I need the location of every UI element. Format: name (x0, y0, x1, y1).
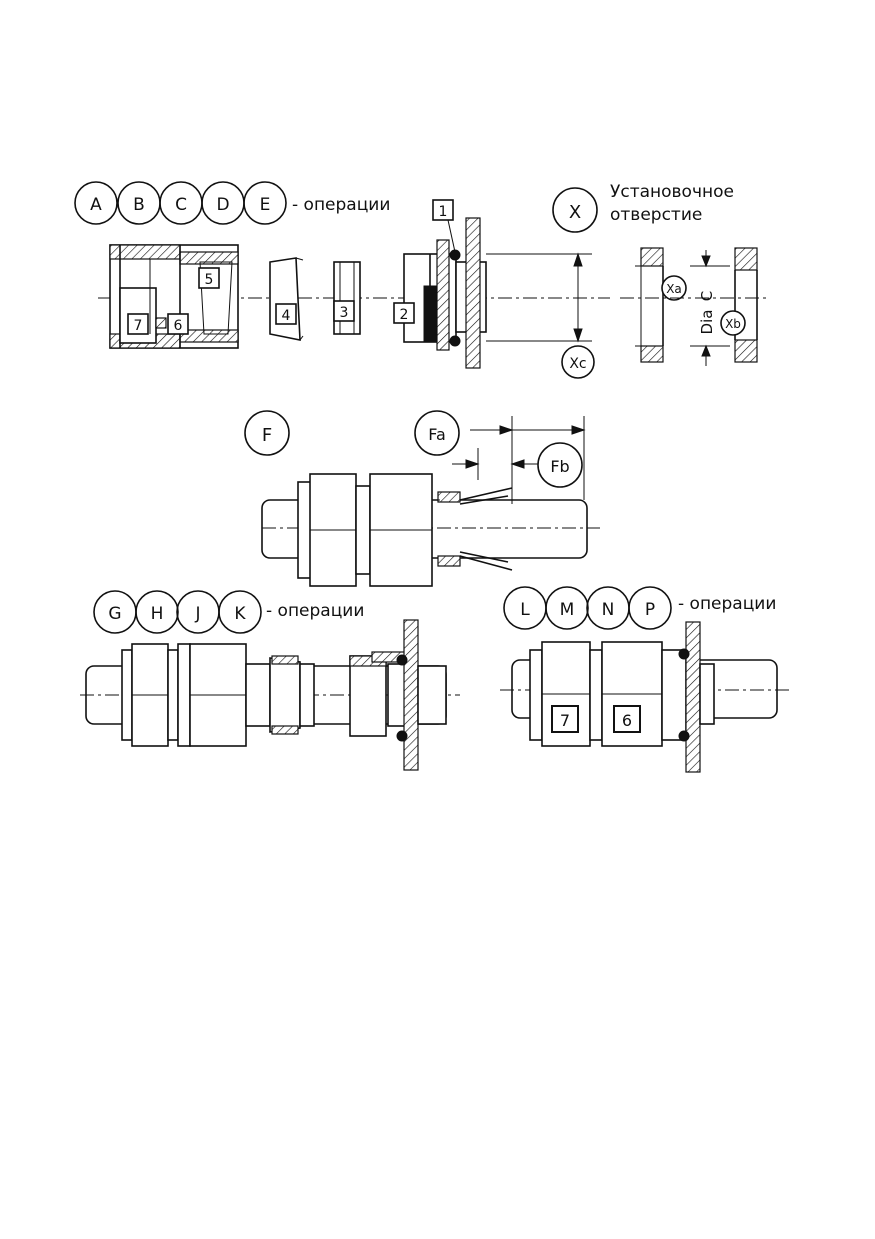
fa-label: Fa (428, 425, 446, 444)
section-a-e-operations: A B C D E - операции (74, 181, 390, 225)
op-circle-a (74, 181, 118, 225)
part-label-6-assembled (613, 705, 641, 733)
ops-suffix-l: - операции (678, 594, 776, 614)
section-l-p-operations: L M N P - операции 7 6 (500, 586, 790, 773)
xb-label: Xb (725, 317, 741, 331)
op-label-l: L (520, 600, 530, 620)
op-label-b: B (133, 195, 145, 215)
svg-text:4: 4 (282, 308, 291, 324)
svg-text:1: 1 (439, 204, 448, 220)
part-label-3: 3 (333, 300, 355, 322)
dim-dia-label: Dia (698, 310, 716, 335)
xc-label: Xc (569, 356, 586, 372)
part-label-2: 2 (393, 302, 415, 324)
part-label-4: 4 (275, 303, 297, 325)
ops-suffix-a: - операции (292, 195, 390, 215)
x-circle (552, 187, 598, 233)
svg-text:3: 3 (340, 305, 349, 321)
seal-cone-part (269, 257, 304, 341)
dim-c-label: C (698, 291, 716, 301)
op-label-n: N (602, 600, 615, 620)
part-label-7: 7 (127, 313, 149, 335)
ops-suffix-g: - операции (266, 601, 364, 621)
part-label-6: 6 (167, 313, 189, 335)
op-label-h: H (151, 604, 164, 624)
section-f-cable-prep: F Fa Fb (244, 410, 600, 587)
op-label-a: A (90, 195, 102, 215)
armour-ring-part (333, 261, 361, 335)
op-circle-e (243, 181, 287, 225)
part-label-5: 5 (198, 267, 220, 289)
op-label-d: D (216, 195, 229, 215)
op-label-k: K (234, 604, 246, 624)
op-label-c: C (175, 195, 187, 215)
svg-text:6: 6 (622, 711, 632, 730)
section-g-k-operations: G H J K - операции (80, 590, 460, 771)
op-label-j: J (194, 604, 200, 624)
part-label-7-assembled (551, 705, 579, 733)
f-label: F (262, 425, 272, 446)
svg-text:6: 6 (174, 318, 183, 334)
svg-text:5: 5 (205, 272, 214, 288)
op-label-m: M (560, 600, 575, 620)
op-label-p: P (645, 600, 655, 620)
fb-label: Fb (550, 457, 569, 476)
entry-body-part (403, 217, 487, 369)
xa-label: Xa (666, 282, 682, 296)
x-title-line2: отверстие (610, 205, 702, 225)
section-x-mounting-hole: X Установочное отверстие Xa Xb C Dia (552, 182, 770, 366)
x-title-line1: Установочное (610, 182, 734, 202)
op-label-e: E (260, 195, 271, 215)
svg-text:7: 7 (560, 711, 570, 730)
x-label: X (569, 202, 581, 223)
op-label-g: G (108, 604, 121, 624)
part-label-1: 1 (432, 199, 456, 253)
svg-text:2: 2 (400, 307, 409, 323)
xc-dimension: Xc (486, 252, 595, 379)
svg-text:7: 7 (134, 318, 143, 334)
